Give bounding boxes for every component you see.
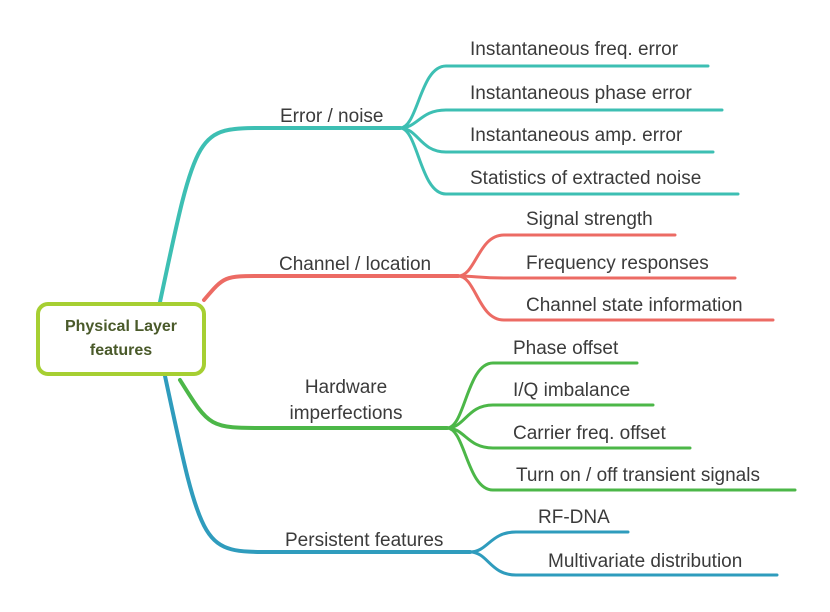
- leaf-connector-channel-location-0: [456, 233, 677, 278]
- leaf-carrier-freq-offset: Carrier freq. offset: [513, 423, 666, 444]
- leaf-multivariate-distribution: Multivariate distribution: [548, 551, 743, 572]
- leaf-connector-persistent-features-0: [468, 530, 630, 554]
- branch-connector-channel-location: [202, 274, 460, 302]
- root-node: Physical Layer features: [36, 302, 206, 376]
- branch-connector-persistent-features: [163, 374, 472, 554]
- leaf-instantaneous-freq-error: Instantaneous freq. error: [470, 39, 679, 60]
- leaf-connector-hardware-imperfections-0: [445, 361, 639, 430]
- leaf-connector-hardware-imperfections-3: [445, 426, 797, 492]
- leaf-connector-channel-location-1: [456, 274, 737, 280]
- leaf-signal-strength: Signal strength: [526, 209, 653, 230]
- leaf-connector-channel-location-2: [456, 274, 775, 322]
- branch-label-channel-location: Channel / location: [279, 254, 432, 275]
- leaf-frequency-responses: Frequency responses: [526, 253, 709, 274]
- branch-connector-hardware-imperfections: [178, 378, 449, 430]
- leaf-rf-dna: RF-DNA: [538, 507, 610, 528]
- leaf-iq-imbalance: I/Q imbalance: [513, 380, 631, 401]
- leaf-connector-error-noise-3: [398, 126, 740, 196]
- leaf-turn-on-off-transient-signals: Turn on / off transient signals: [516, 465, 760, 486]
- leaf-instantaneous-phase-error: Instantaneous phase error: [470, 83, 692, 104]
- branch-label-hardware-imperfections: Hardware imperfections: [289, 377, 403, 424]
- leaf-phase-offset: Phase offset: [513, 338, 619, 359]
- leaf-connector-error-noise-0: [398, 64, 710, 130]
- root-label: Physical Layer features: [64, 318, 178, 359]
- leaf-statistics-of-extracted-noise: Statistics of extracted noise: [470, 168, 702, 189]
- branch-label-error-noise: Error / noise: [280, 106, 384, 127]
- branch-label-persistent-features: Persistent features: [285, 530, 444, 551]
- leaf-instantaneous-amp-error: Instantaneous amp. error: [470, 125, 683, 146]
- leaf-connector-persistent-features-1: [468, 550, 779, 577]
- branch-connector-error-noise: [158, 126, 402, 304]
- leaf-channel-state-information: Channel state information: [526, 295, 743, 316]
